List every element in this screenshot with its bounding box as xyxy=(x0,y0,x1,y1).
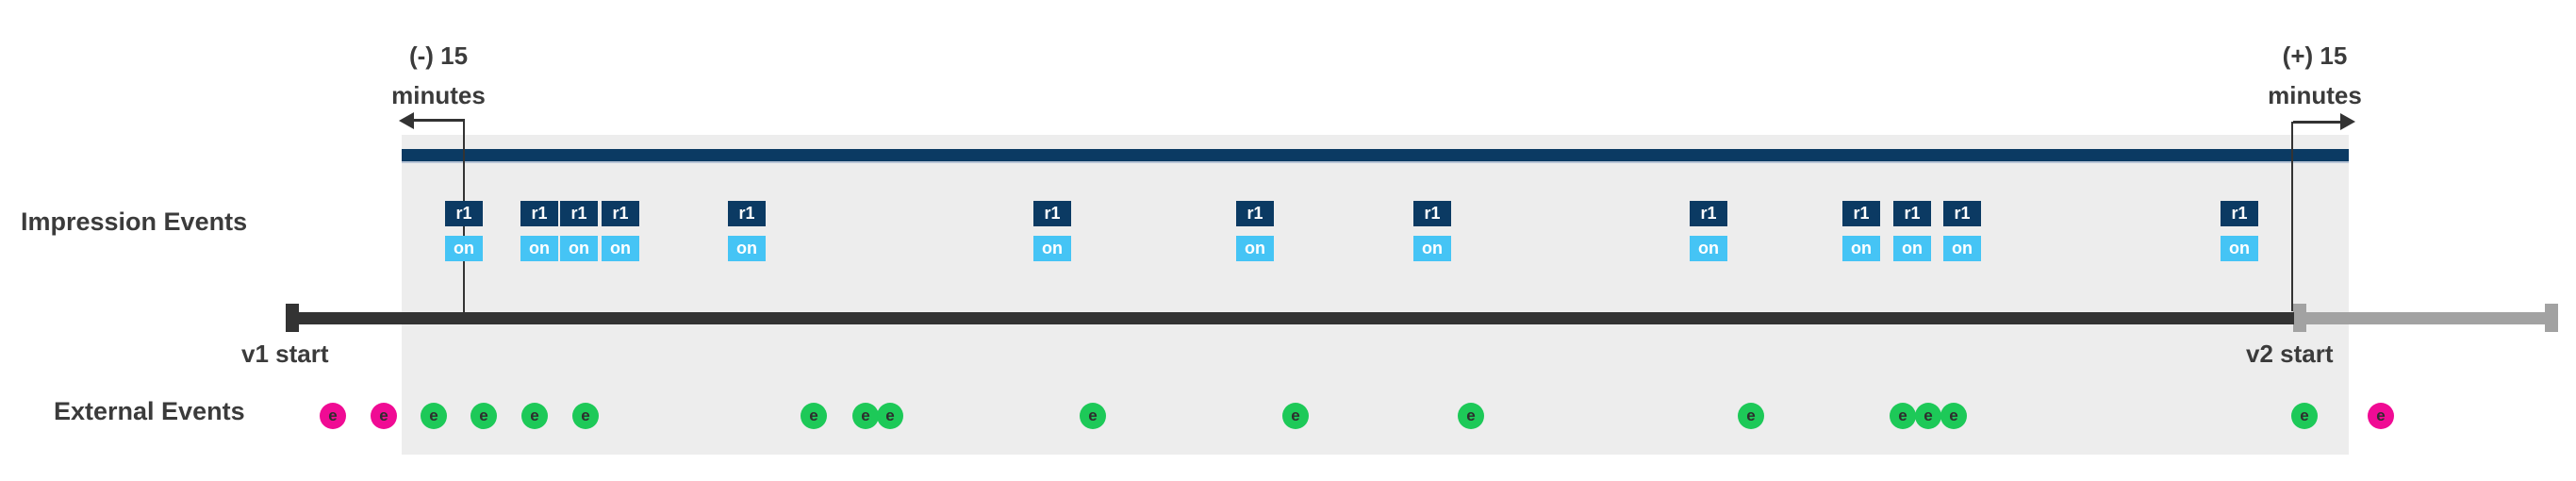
plus-15-minutes-label: (+) 15 minutes xyxy=(2230,36,2400,115)
impression-on-tag-13: on xyxy=(2221,236,2258,261)
external-events-row-label: External Events xyxy=(54,397,245,425)
v2-start-label: v2 start xyxy=(2246,340,2334,368)
external-event-dot-green-15: e xyxy=(1915,403,1941,429)
external-event-dot-green-12: e xyxy=(1458,403,1484,429)
impression-on-tag-5: on xyxy=(728,236,766,261)
impression-r1-box-12: r1 xyxy=(1943,201,1981,226)
external-event-dot-green-11: e xyxy=(1282,403,1309,429)
impression-on-tag-7: on xyxy=(1236,236,1274,261)
external-event-dot-green-16: e xyxy=(1940,403,1967,429)
external-event-dot-magenta-2: e xyxy=(371,403,397,429)
impression-on-tag-12: on xyxy=(1943,236,1981,261)
impression-on-tag-8: on xyxy=(1413,236,1451,261)
impression-on-tag-2: on xyxy=(520,236,558,261)
external-event-dot-green-5: e xyxy=(521,403,548,429)
impression-r1-box-13: r1 xyxy=(2221,201,2258,226)
impression-r1-box-10: r1 xyxy=(1842,201,1880,226)
minus-15-line2: minutes xyxy=(391,81,486,109)
external-event-dot-green-9: e xyxy=(877,403,903,429)
plus-15-line2: minutes xyxy=(2268,81,2362,109)
impression-r1-box-7: r1 xyxy=(1236,201,1274,226)
timeline-v2-end-cap xyxy=(2545,304,2558,332)
impression-r1-box-3: r1 xyxy=(560,201,598,226)
attribution-window-panel xyxy=(402,135,2349,455)
impression-r1-box-4: r1 xyxy=(602,201,639,226)
timeline-v1-segment xyxy=(286,312,2294,324)
external-event-dot-green-14: e xyxy=(1890,403,1916,429)
impression-on-tag-4: on xyxy=(602,236,639,261)
impression-window-bar xyxy=(402,149,2349,163)
external-event-dot-green-7: e xyxy=(801,403,827,429)
plus-15-reference-line xyxy=(2291,122,2293,311)
impression-on-tag-6: on xyxy=(1033,236,1071,261)
impression-r1-box-1: r1 xyxy=(445,201,483,226)
plus-15-line1: (+) 15 xyxy=(2282,41,2348,70)
impression-r1-box-6: r1 xyxy=(1033,201,1071,226)
external-event-dot-green-4: e xyxy=(471,403,497,429)
external-event-dot-green-10: e xyxy=(1080,403,1106,429)
left-arrow-icon xyxy=(399,112,414,129)
external-event-dot-magenta-1: e xyxy=(320,403,346,429)
external-event-dot-green-6: e xyxy=(572,403,599,429)
external-event-dot-green-17: e xyxy=(2291,403,2318,429)
right-arrow-icon xyxy=(2340,113,2355,130)
impression-r1-box-9: r1 xyxy=(1690,201,1727,226)
impression-events-row-label: Impression Events xyxy=(21,207,248,236)
impression-r1-box-2: r1 xyxy=(520,201,558,226)
impression-r1-box-11: r1 xyxy=(1893,201,1931,226)
external-event-dot-green-13: e xyxy=(1738,403,1764,429)
external-event-dot-green-8: e xyxy=(852,403,879,429)
minus-15-line1: (-) 15 xyxy=(408,41,469,70)
impression-on-tag-9: on xyxy=(1690,236,1727,261)
timeline-v2-segment xyxy=(2294,312,2546,324)
external-event-dot-magenta-18: e xyxy=(2368,403,2394,429)
impression-on-tag-1: on xyxy=(445,236,483,261)
impression-on-tag-10: on xyxy=(1842,236,1880,261)
impression-r1-box-8: r1 xyxy=(1413,201,1451,226)
impression-on-tag-11: on xyxy=(1893,236,1931,261)
plus-15-arrow-shaft xyxy=(2293,121,2342,124)
minus-15-minutes-label: (-) 15 minutes xyxy=(354,36,523,115)
external-event-dot-green-3: e xyxy=(421,403,447,429)
v1-start-label: v1 start xyxy=(241,340,329,368)
impression-r1-box-5: r1 xyxy=(728,201,766,226)
impression-on-tag-3: on xyxy=(560,236,598,261)
minus-15-arrow-shaft xyxy=(413,119,465,122)
